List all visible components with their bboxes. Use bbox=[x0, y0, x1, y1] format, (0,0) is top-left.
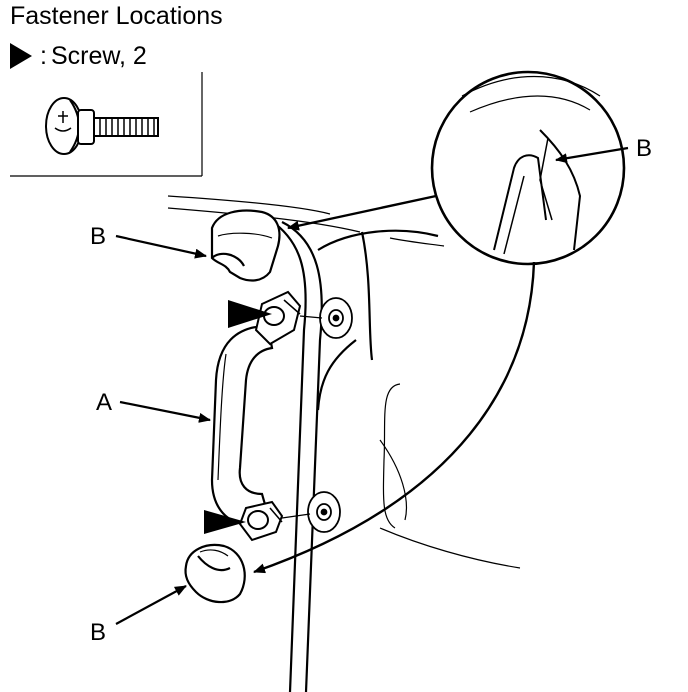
detail-view bbox=[430, 70, 626, 266]
legend-separator: : bbox=[40, 41, 47, 70]
grab-handle bbox=[210, 324, 274, 526]
callout-b-top: B bbox=[90, 223, 106, 250]
mounting-hole-bottom bbox=[307, 491, 341, 533]
screw-pointer-icon bbox=[10, 43, 32, 69]
legend-label: Screw, 2 bbox=[50, 41, 147, 70]
cap-cover-top bbox=[210, 209, 281, 282]
legend-frame bbox=[10, 72, 203, 177]
lower-screw-bracket bbox=[238, 500, 311, 542]
callout-b-bottom: B bbox=[90, 619, 106, 646]
diagram-title: Fastener Locations bbox=[10, 2, 223, 30]
pillar-trim bbox=[269, 219, 439, 692]
callout-a: A bbox=[96, 389, 112, 416]
screw-pointer-top bbox=[228, 300, 272, 328]
screw-icon bbox=[45, 97, 159, 155]
mounting-hole-top bbox=[319, 297, 353, 339]
callout-b-detail: B bbox=[636, 135, 652, 162]
callout-leaders bbox=[115, 146, 629, 625]
screw-pointer-bottom bbox=[204, 510, 246, 534]
fastener-legend: : Screw, 2 bbox=[8, 40, 147, 72]
upper-screw-bracket bbox=[254, 290, 323, 346]
cap-cover-bottom bbox=[184, 543, 246, 604]
detail-leaders bbox=[253, 194, 536, 574]
